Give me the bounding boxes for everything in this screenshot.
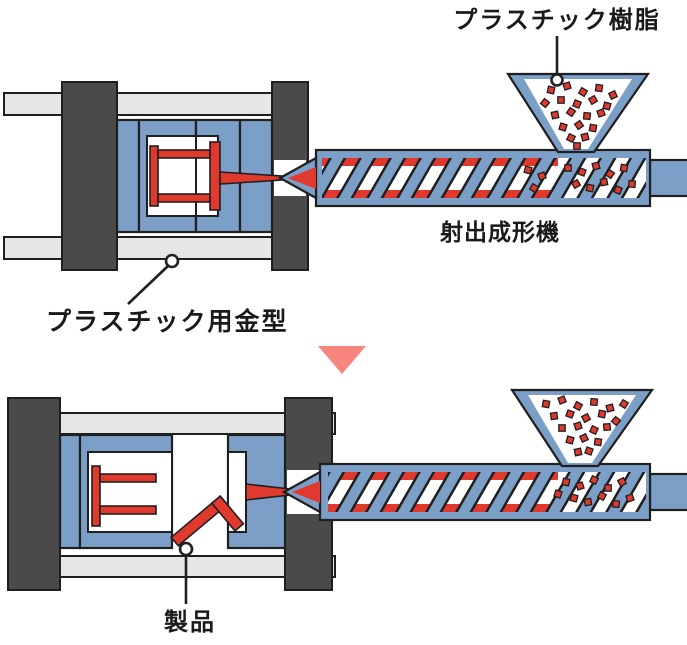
tie-bar-top [3,92,307,116]
screw-channel [328,472,646,512]
tie-bars-bottom [7,412,336,578]
mold-backing-plate [115,118,141,234]
movable-platen [61,81,118,271]
melt-in-nozzle [288,167,316,189]
ejector-pin-top [157,149,211,159]
label-resin: プラスチック樹脂 [453,7,661,34]
stage-injection: プラスチック樹脂 射出成形機 プラスチック用金型 [3,7,687,336]
ejector-plate [149,145,159,207]
stage-ejection: 製品 [7,388,687,636]
stage-arrow-icon [318,346,366,374]
mold-backing-plate [58,433,82,550]
mold-pocket [87,451,173,533]
barrel-tail [648,158,687,198]
hopper [505,72,651,154]
barrel-tail [648,472,687,512]
injection-unit [277,72,687,208]
leader-dot-mold [164,253,180,269]
tie-bar-bottom [3,236,307,260]
label-product: 製品 [164,608,216,636]
label-mold: プラスチック用金型 [46,307,289,336]
injection-unit-bottom [281,388,687,522]
ejector-pin-bottom [99,505,157,515]
leader-dot-product [178,541,194,557]
leader-line-mold [127,265,169,305]
melt-in-nozzle [292,481,320,503]
hopper-interior [524,79,632,149]
ejected-product [170,495,245,547]
mold-half-right [226,433,291,550]
molded-part [209,141,221,211]
movable-platen [7,397,61,591]
mold-half-left [58,433,174,550]
ejector-pin-top [99,473,157,483]
product-flange [210,495,245,532]
label-machine: 射出成形機 [439,219,560,245]
hopper [509,388,655,468]
mold-closed [115,118,283,234]
ejector-pin-bottom [157,193,211,203]
molded-part-in-cavity [149,141,283,211]
ejector-plate [91,465,101,527]
leader-dot-resin [550,73,564,87]
ejector-pins [91,465,157,527]
